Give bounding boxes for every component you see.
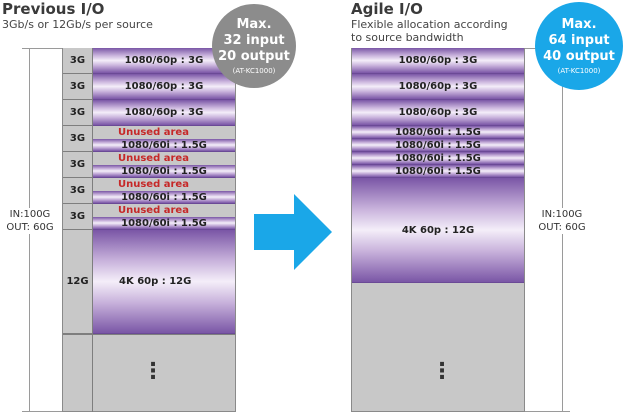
unused-area-label: Unused area xyxy=(118,179,189,190)
signal-block: 1080/60p : 3G xyxy=(93,74,235,100)
right-badge-line1: Max. xyxy=(561,17,597,32)
left-capacity-tick-top xyxy=(22,48,62,49)
left-group-cell: 12G xyxy=(63,230,92,334)
left-capacity-in: IN:100G xyxy=(9,209,51,220)
signal-block: 1080/60i : 1.5G xyxy=(93,217,235,230)
left-empty-group-cell xyxy=(63,334,92,411)
left-group-cell: 3G xyxy=(63,204,92,230)
left-badge-line2: 32 input xyxy=(223,33,285,48)
arrow-shape xyxy=(254,194,332,270)
right-capacity-in: IN:100G xyxy=(541,209,583,220)
left-group-divider xyxy=(92,48,93,412)
signal-block: 1080/60p : 3G xyxy=(352,74,524,100)
unused-area-label: Unused area xyxy=(118,153,189,164)
right-capacity-out: OUT: 60G xyxy=(538,222,586,233)
left-group-cell: 3G xyxy=(63,74,92,100)
left-capacity-label: IN:100G OUT: 60G xyxy=(2,208,58,234)
signal-block: 1080/60p : 3G xyxy=(352,48,524,74)
right-capacity-label: IN:100G OUT: 60G xyxy=(532,208,592,234)
left-group-cell: 3G xyxy=(63,48,92,74)
signal-block: 4K 60p : 12G xyxy=(93,230,235,334)
unused-area-label: Unused area xyxy=(118,127,189,138)
right-more-indicator: ⋮ xyxy=(431,359,453,384)
left-badge-line1: Max. xyxy=(236,17,272,32)
left-badge-model: (AT-KC1000) xyxy=(232,67,276,75)
signal-block: 1080/60p : 3G xyxy=(352,100,524,126)
left-empty-divider xyxy=(63,334,235,335)
signal-block: 1080/60i : 1.5G xyxy=(352,152,524,165)
signal-block: 1080/60i : 1.5G xyxy=(93,139,235,152)
right-title: Agile I/O xyxy=(351,0,423,18)
signal-block: 1080/60i : 1.5G xyxy=(352,126,524,139)
right-badge-line2: 64 input xyxy=(548,33,610,48)
right-subtitle-line1: Flexible allocation according xyxy=(351,18,508,31)
right-max-badge: Max. 64 input 40 output (AT-KC1000) xyxy=(535,2,623,90)
left-group-cell: 3G xyxy=(63,152,92,178)
left-badge-line3: 20 output xyxy=(218,49,290,64)
left-title: Previous I/O xyxy=(2,0,105,18)
right-subtitle-line2: to source bandwidth xyxy=(351,31,464,44)
signal-block: 1080/60p : 3G xyxy=(93,100,235,126)
right-badge-line3: 40 output xyxy=(543,49,615,64)
signal-block: 1080/60p : 3G xyxy=(93,48,235,74)
left-more-indicator: ⋮ xyxy=(142,359,164,384)
signal-block: 1080/60i : 1.5G xyxy=(352,139,524,152)
left-group-cell: 3G xyxy=(63,178,92,204)
left-subtitle: 3Gb/s or 12Gb/s per source xyxy=(2,18,153,31)
right-badge-model: (AT-KC1000) xyxy=(557,67,601,75)
signal-block: 1080/60i : 1.5G xyxy=(352,165,524,178)
signal-block: 4K 60p : 12G xyxy=(352,178,524,283)
left-capacity-out: OUT: 60G xyxy=(6,222,54,233)
signal-block: 1080/60i : 1.5G xyxy=(93,191,235,204)
transition-arrow-icon xyxy=(254,194,332,270)
left-group-cell: 3G xyxy=(63,126,92,152)
left-max-badge: Max. 32 input 20 output (AT-KC1000) xyxy=(212,4,296,88)
left-group-cell: 3G xyxy=(63,100,92,126)
unused-area-label: Unused area xyxy=(118,205,189,216)
signal-block: 1080/60i : 1.5G xyxy=(93,165,235,178)
